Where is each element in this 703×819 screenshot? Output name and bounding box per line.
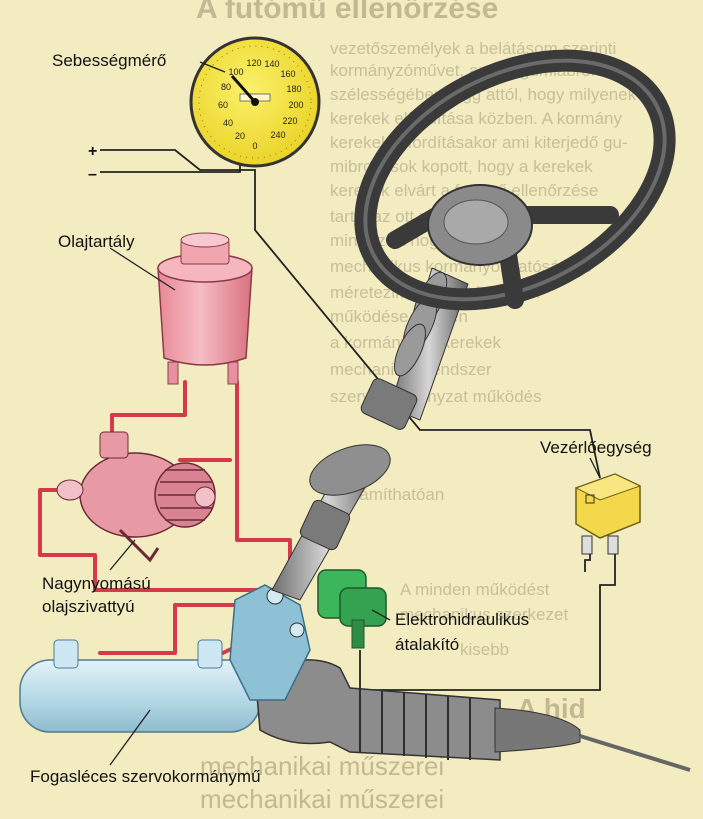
pump-inlet [100, 432, 128, 458]
dial-label: 40 [223, 118, 233, 128]
label-converter-line1: Elektrohidraulikus [395, 610, 529, 629]
plus-terminal: + [88, 143, 97, 160]
background-line: szervokormányzat működés [330, 387, 542, 406]
reservoir-outlet [228, 362, 238, 384]
background-line: A minden működést [400, 580, 550, 599]
label-speedometer: Sebességmérő [52, 51, 166, 70]
dial-label: 60 [218, 100, 228, 110]
background-line: kisebb [460, 640, 509, 659]
dial-label: 160 [280, 69, 295, 79]
background-line: kerekek elfordítása közben. A kormány [330, 109, 622, 128]
label-control-unit: Vezérlőegység [540, 438, 652, 457]
label-converter-line2: átalakító [395, 635, 459, 654]
dial-label: 240 [270, 130, 285, 140]
reservoir-outlet [168, 362, 178, 384]
label-pump-line1: Nagynyomású [42, 574, 151, 593]
rack-port [198, 640, 222, 668]
pump-shaft [195, 487, 215, 507]
electrohydraulic-converter [318, 570, 386, 648]
tie-rod [580, 736, 690, 770]
dial-label: 20 [235, 131, 245, 141]
rack-port [54, 640, 78, 668]
dial-label: 120 [246, 58, 261, 68]
label-steering-gear: Fogasléces szervokormánymű [30, 767, 261, 786]
hub-cover [444, 200, 508, 244]
label-oil-tank: Olajtartály [58, 232, 135, 251]
valve-fitting [290, 623, 304, 637]
pump-mount [57, 480, 83, 500]
converter-connector [352, 620, 364, 648]
control-unit [576, 474, 640, 554]
oil-reservoir [158, 233, 252, 384]
dial-label: 0 [252, 141, 257, 151]
background-footer: mechanikai műszerei [200, 784, 444, 814]
background-line: kerekek elfordításakor ami kiterjedő gu- [330, 133, 628, 152]
dial-label: 200 [288, 100, 303, 110]
dial-label: 100 [228, 67, 243, 77]
control-unit-plug [582, 536, 592, 554]
return-pipe [237, 382, 290, 565]
minus-terminal: – [88, 166, 97, 183]
dial-label: 140 [264, 59, 279, 69]
speedometer: 0 20 40 60 80 100 120 140 160 180 200 22… [191, 38, 319, 166]
rack-housing [20, 660, 260, 732]
dial-label: 220 [282, 116, 297, 126]
control-unit-plug [608, 536, 618, 554]
label-pump-line2: olajszivattyú [42, 597, 135, 616]
tank-to-pump-pipe [112, 382, 185, 440]
background-heading: A futómű ellenőrzése [196, 0, 498, 25]
background-line: szélességében függ attól, hogy milyenek … [330, 85, 651, 104]
dial-label: 180 [286, 84, 301, 94]
oil-pump [57, 432, 215, 560]
dial-label: 80 [221, 82, 231, 92]
